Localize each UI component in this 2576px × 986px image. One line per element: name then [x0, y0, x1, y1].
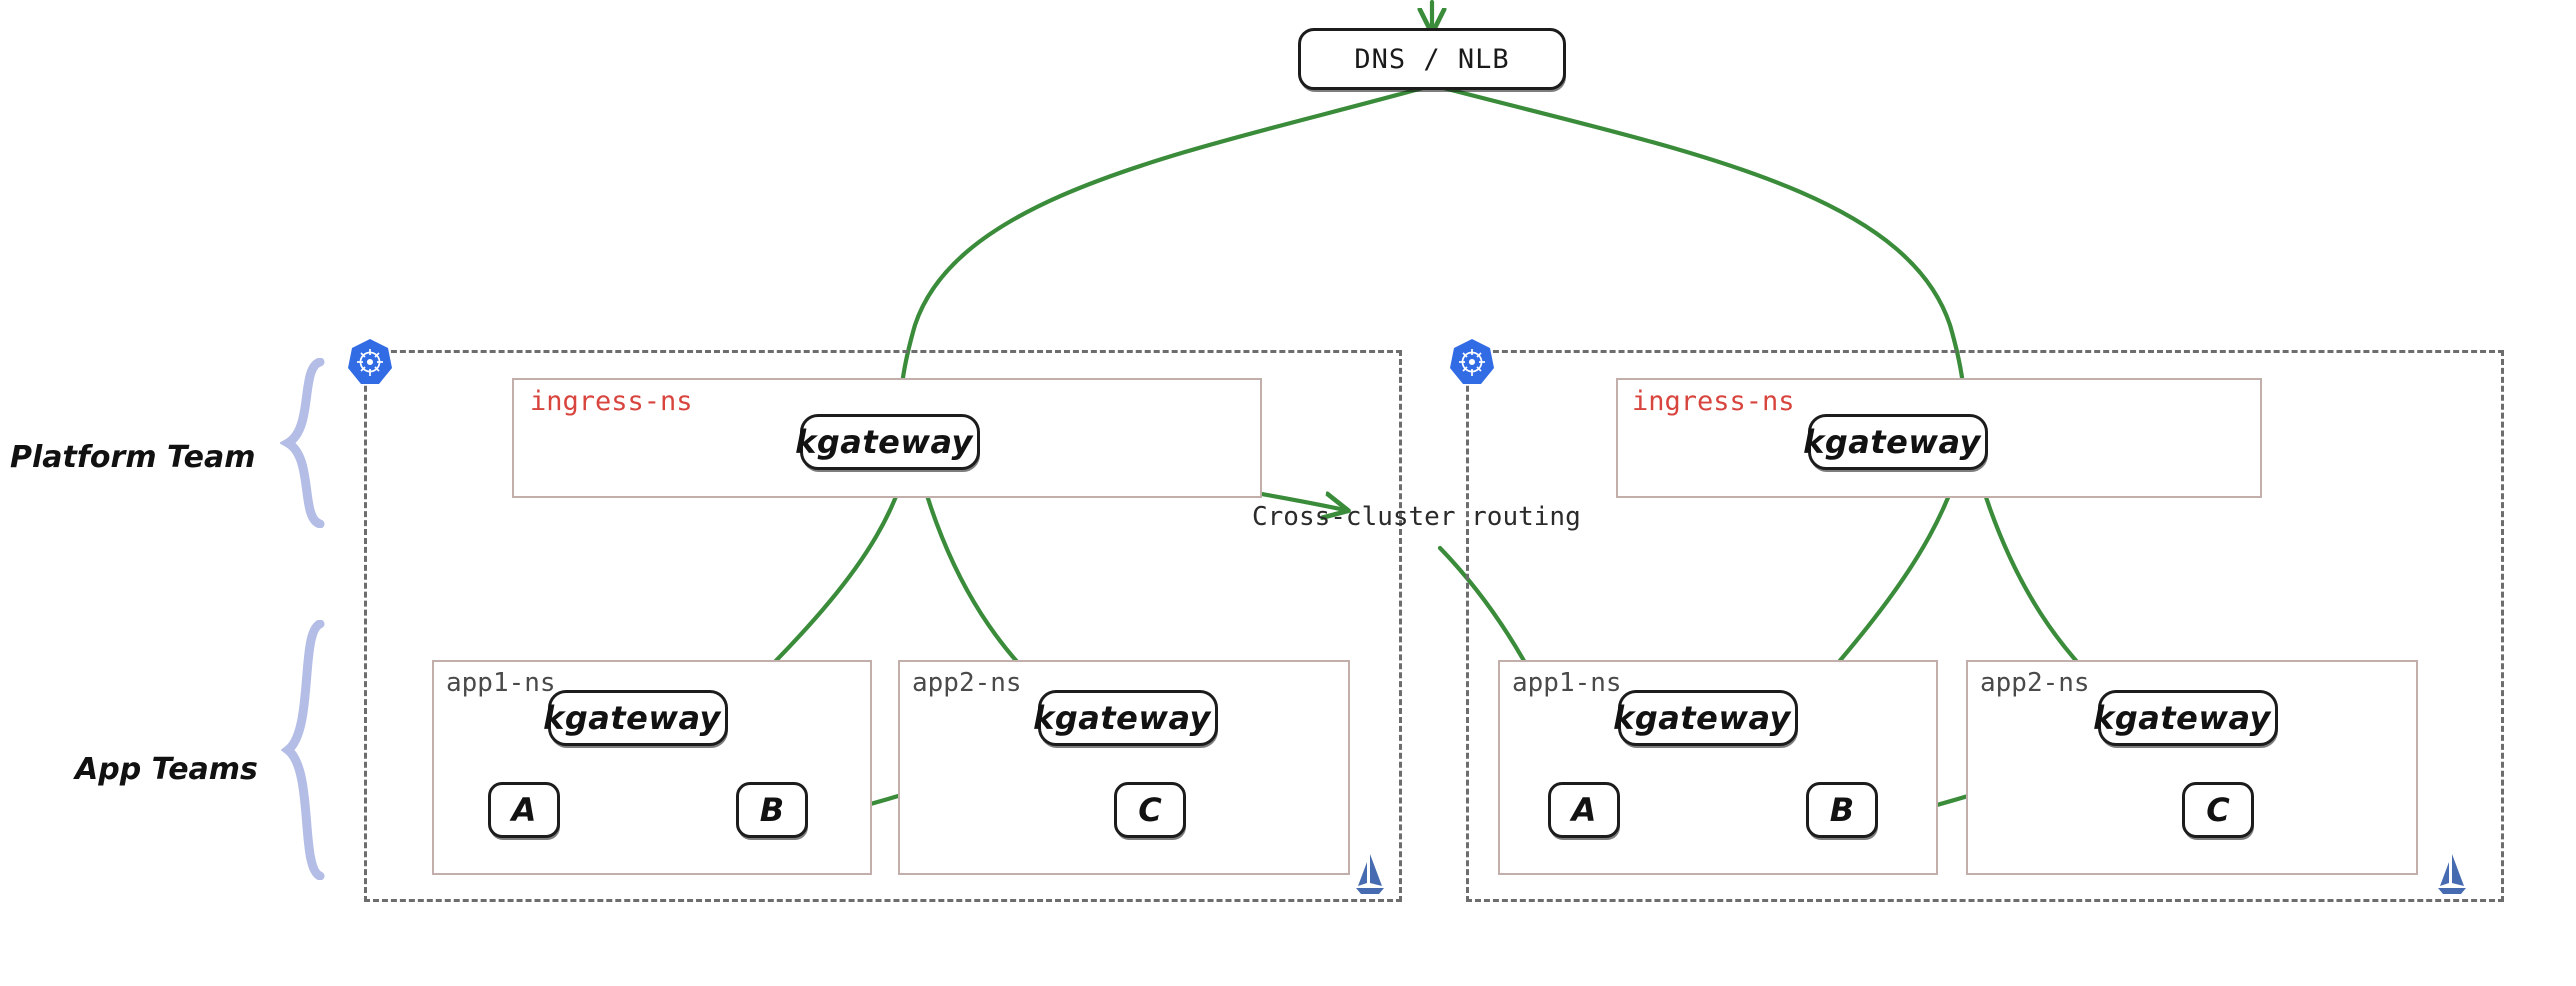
- service-label: B: [1829, 791, 1855, 829]
- app2-ns-1-kgateway[interactable]: kgateway: [1033, 690, 1218, 746]
- service-c-node-cluster-1[interactable]: C: [1114, 782, 1186, 838]
- ingress-ns-1-label: ingress-ns: [530, 386, 693, 417]
- istio-sailboat-icon: [2438, 854, 2466, 894]
- kgateway-label: kgateway: [2093, 699, 2271, 737]
- app2-ns-2-kgateway[interactable]: kgateway: [2093, 690, 2278, 746]
- kgateway-label: kgateway: [795, 423, 973, 461]
- kgateway-label: kgateway: [1033, 699, 1211, 737]
- service-label: A: [1571, 791, 1597, 829]
- istio-sailboat-icon: [1356, 854, 1384, 894]
- kubernetes-icon: [348, 339, 392, 384]
- kubernetes-icon: [1450, 339, 1494, 384]
- app2-ns-2-label: app2-ns: [1980, 668, 2090, 698]
- service-b-node-cluster-1[interactable]: B: [736, 782, 808, 838]
- app1-ns-2-label: app1-ns: [1512, 668, 1622, 698]
- app1-ns-1-kgateway[interactable]: kgateway: [543, 690, 728, 746]
- ingress-ns-2-kgateway[interactable]: kgateway: [1803, 414, 1988, 470]
- app1-ns-2-kgateway[interactable]: kgateway: [1613, 690, 1798, 746]
- service-b-node-cluster-2[interactable]: B: [1806, 782, 1878, 838]
- service-c-node-cluster-2[interactable]: C: [2182, 782, 2254, 838]
- app1-ns-1-label: app1-ns: [446, 668, 556, 698]
- app2-ns-1-label: app2-ns: [912, 668, 1022, 698]
- platform-team-brace: [280, 358, 325, 528]
- cluster-2-boundary: [1466, 350, 2504, 902]
- kgateway-label: kgateway: [1613, 699, 1791, 737]
- dns-nlb-label: DNS / NLB: [1354, 43, 1510, 75]
- service-label: C: [2206, 791, 2230, 829]
- service-label: C: [1138, 791, 1162, 829]
- service-a-node-cluster-2[interactable]: A: [1548, 782, 1620, 838]
- kgateway-label: kgateway: [1803, 423, 1981, 461]
- ingress-ns-1-kgateway[interactable]: kgateway: [795, 414, 980, 470]
- dns-nlb-node[interactable]: DNS / NLB: [1298, 28, 1566, 90]
- app-teams-brace: [280, 620, 325, 880]
- service-a-node-cluster-1[interactable]: A: [488, 782, 560, 838]
- ingress-ns-2-label: ingress-ns: [1632, 386, 1795, 417]
- service-label: A: [511, 791, 537, 829]
- cross-cluster-routing-label: Cross-cluster routing: [1252, 502, 1581, 532]
- cluster-1-boundary: [364, 350, 1402, 902]
- service-label: B: [759, 791, 785, 829]
- kgateway-label: kgateway: [543, 699, 721, 737]
- platform-team-label: Platform Team: [10, 440, 256, 475]
- app-teams-label: App Teams: [75, 752, 258, 787]
